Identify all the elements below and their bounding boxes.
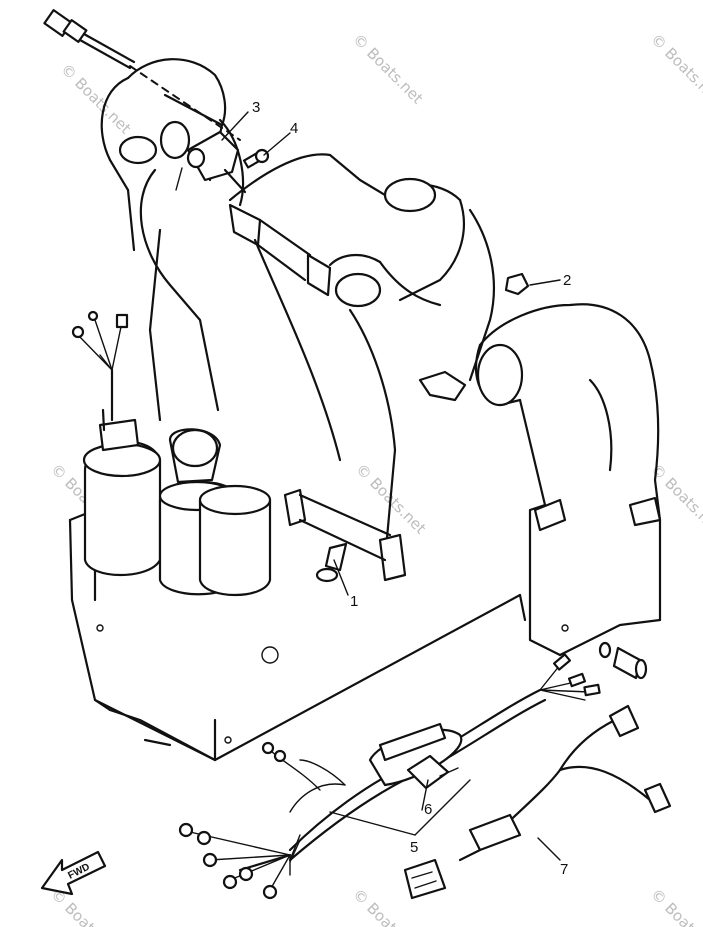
- swivel-bracket: [228, 153, 496, 562]
- callout-4: 4: [290, 120, 298, 137]
- watermark: © Boats.net: [647, 30, 703, 108]
- leader-lines: [221, 111, 561, 861]
- trim-harness[interactable]: [178, 653, 601, 900]
- tilt-pin-bolt[interactable]: [598, 641, 648, 680]
- bracket-bolt[interactable]: [315, 542, 348, 583]
- trim-sensor[interactable]: [175, 130, 247, 194]
- self-locking-nut[interactable]: [504, 272, 530, 296]
- hold-bracket: [418, 370, 467, 402]
- watermark: © Boats.net: [349, 30, 427, 108]
- callout-5: 5: [410, 839, 418, 856]
- left-clamp-bracket: [100, 58, 245, 422]
- watermark: © Boats.net: [647, 885, 703, 927]
- fwd-direction-arrow: FWD: [40, 850, 107, 896]
- power-trim-tilt-unit: [68, 368, 527, 762]
- callout-7: 7: [560, 861, 568, 878]
- extension-harness[interactable]: [403, 704, 672, 900]
- callout-3: 3: [252, 99, 260, 116]
- callouts: 1 2 3 4 5 6 7: [252, 99, 571, 878]
- callout-1: 1: [350, 593, 358, 610]
- watermark: © Boats.net: [57, 60, 135, 138]
- callout-6: 6: [424, 801, 432, 818]
- right-clamp-bracket: [475, 303, 662, 657]
- sensor-screw[interactable]: [242, 148, 270, 169]
- fuse-holder[interactable]: [406, 754, 459, 790]
- callout-2: 2: [563, 272, 571, 289]
- motor-leads: [71, 310, 129, 371]
- trim-sensor-connector[interactable]: [43, 9, 241, 141]
- swivel-tube: [283, 488, 407, 582]
